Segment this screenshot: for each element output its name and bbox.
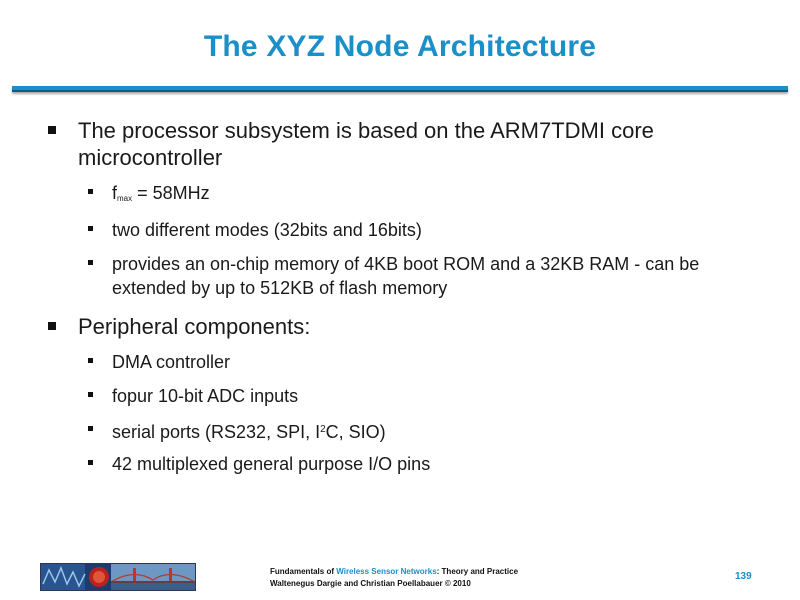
footer-line-1: Fundamentals of Wireless Sensor Networks…: [270, 567, 519, 576]
square-bullet-icon: [88, 358, 93, 363]
footer-credits: Fundamentals of Wireless Sensor Networks…: [270, 566, 518, 590]
bullet-peripherals: Peripheral components:: [48, 313, 748, 340]
sub-bullet-fmax: fmax = 58MHz: [88, 181, 728, 211]
slide-title: The XYZ Node Architecture: [203, 30, 597, 63]
footer-banner-art: [41, 564, 195, 590]
square-bullet-icon: [88, 392, 93, 397]
sub-bullet-serial: serial ports (RS232, SPI, I2C, SIO): [88, 418, 728, 444]
footer-line-2: Waltenegus Dargie and Christian Poellaba…: [270, 579, 471, 588]
title-divider: [12, 86, 788, 92]
sub-bullet-modes: two different modes (32bits and 16bits): [88, 218, 728, 242]
square-bullet-icon: [48, 126, 56, 134]
square-bullet-icon: [88, 260, 93, 265]
square-bullet-icon: [88, 426, 93, 431]
footer-banner-image: [40, 563, 196, 591]
square-bullet-icon: [88, 460, 93, 465]
sub-bullet-dma: DMA controller: [88, 350, 728, 374]
sub-bullet-gpio: 42 multiplexed general purpose I/O pins: [88, 452, 728, 476]
sub-bullet-memory: provides an on-chip memory of 4KB boot R…: [88, 252, 728, 300]
square-bullet-icon: [48, 322, 56, 330]
square-bullet-icon: [88, 226, 93, 231]
bullet-processor: The processor subsystem is based on the …: [48, 117, 748, 171]
sub-bullet-adc: fopur 10-bit ADC inputs: [88, 384, 728, 408]
square-bullet-icon: [88, 189, 93, 194]
page-number: 139: [735, 571, 752, 582]
